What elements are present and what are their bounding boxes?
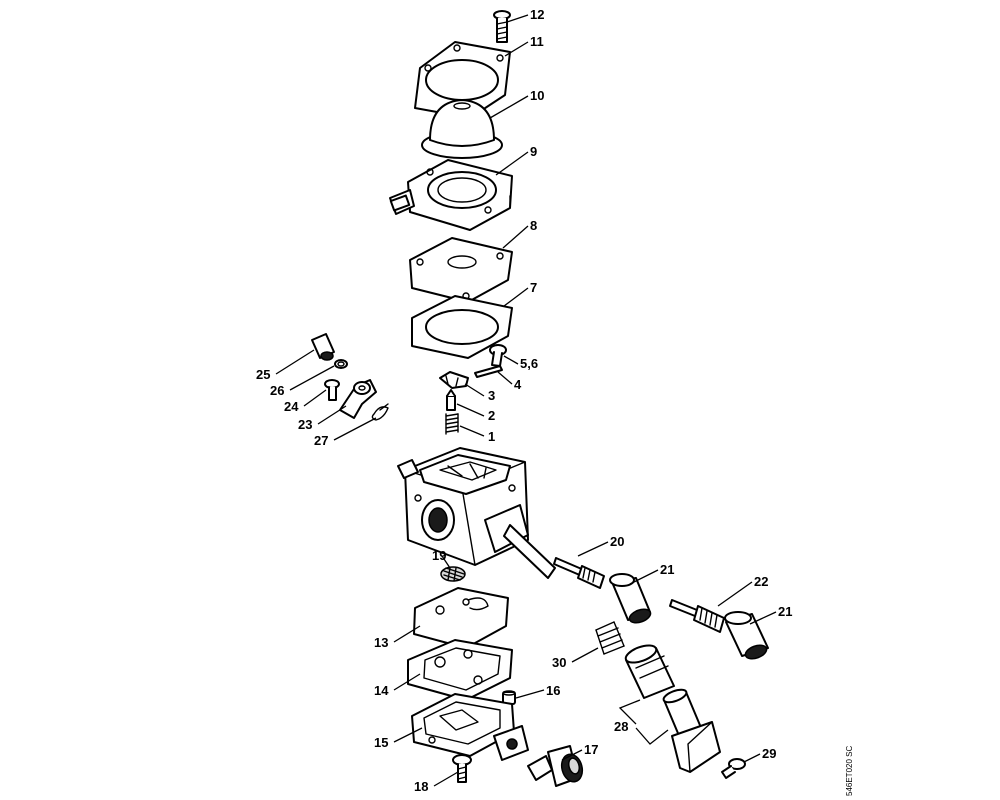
leader-7: [503, 287, 529, 307]
leader-20: [577, 541, 609, 557]
part-18-screw: [452, 754, 472, 783]
part-3-inlet-lever: [439, 371, 469, 389]
callout-19: 19: [432, 548, 446, 563]
callout-13: 13: [374, 635, 388, 650]
callout-9: 9: [530, 144, 537, 159]
part-15-end-cover: [411, 693, 529, 761]
callout-28: 28: [614, 719, 628, 734]
leader-15: [393, 727, 423, 743]
callout-16: 16: [546, 683, 560, 698]
part-5-6-screw: [489, 344, 507, 367]
callout-labels: 12 11 10 9 8 7 5,6 4 3 2 1 25 26 24 23 2…: [256, 7, 792, 794]
callout-1: 1: [488, 429, 495, 444]
leader-18: [433, 771, 459, 787]
callout-5-6: 5,6: [520, 356, 538, 371]
carburetor-body: [397, 447, 556, 579]
callout-29: 29: [762, 746, 776, 761]
part-12-screw: [493, 10, 511, 43]
leader-27: [333, 417, 377, 441]
part-29-screw: [721, 758, 746, 779]
part-30-spring: [595, 621, 625, 655]
callout-26: 26: [270, 383, 284, 398]
leader-25: [275, 349, 315, 375]
callout-17: 17: [584, 742, 598, 757]
callout-25: 25: [256, 367, 270, 382]
part-23-lever: [339, 379, 377, 419]
callout-3: 3: [488, 388, 495, 403]
leader-12: [506, 14, 529, 23]
part-8-diaphragm: [409, 237, 513, 303]
callout-12: 12: [530, 7, 544, 22]
leader-22: [717, 581, 753, 607]
callout-11: 11: [530, 34, 544, 49]
callout-23: 23: [298, 417, 312, 432]
leader-4: [497, 371, 513, 385]
callout-18: 18: [414, 779, 428, 794]
callout-27: 27: [314, 433, 328, 448]
leader-8: [502, 225, 529, 249]
callout-14: 14: [374, 683, 389, 698]
leader-lines: [275, 14, 777, 787]
leader-2: [456, 403, 485, 417]
drawing-code: 546ET020 SC: [845, 746, 854, 796]
leader-9: [495, 151, 529, 176]
part-28-shaft-assembly: [624, 644, 721, 773]
leader-13: [393, 625, 421, 643]
part-2-inlet-needle: [446, 389, 456, 411]
callout-2: 2: [488, 408, 495, 423]
leader-30: [571, 647, 599, 663]
leader-28-top: [618, 699, 641, 725]
part-27-clip: [371, 403, 389, 421]
part-16-plug: [502, 690, 516, 705]
part-14-gasket: [407, 639, 513, 701]
leader-28-bottom: [635, 727, 669, 745]
part-24-screw: [324, 379, 340, 401]
part-20-adjusting-screw: [553, 557, 605, 589]
leader-17: [561, 749, 583, 761]
callout-8: 8: [530, 218, 537, 233]
callout-4: 4: [514, 377, 522, 392]
leader-24: [303, 389, 327, 407]
callout-10: 10: [530, 88, 544, 103]
part-26-o-ring: [334, 359, 348, 369]
leader-14: [393, 673, 421, 691]
leader-21a: [629, 569, 659, 585]
leader-16: [515, 689, 545, 699]
part-7-gasket: [411, 295, 513, 359]
leader-10: [489, 95, 529, 119]
callout-7: 7: [530, 280, 537, 295]
callout-30: 30: [552, 655, 566, 670]
leader-3: [464, 383, 485, 397]
callout-21a: 21: [660, 562, 674, 577]
part-9-pump-cover: [389, 159, 513, 231]
callout-21b: 21: [778, 604, 792, 619]
part-10-primer-bulb: [421, 99, 503, 159]
leader-21b: [749, 611, 777, 625]
part-1-spring: [445, 413, 459, 435]
callout-15: 15: [374, 735, 388, 750]
part-22-adjusting-screw: [669, 599, 725, 633]
callout-22: 22: [754, 574, 768, 589]
leader-56: [503, 355, 519, 365]
part-4-pin: [474, 365, 503, 378]
part-21b-cap: [724, 611, 769, 660]
leader-19: [441, 555, 451, 569]
leader-1: [459, 425, 485, 437]
part-11-gasket: [414, 41, 511, 119]
leader-26: [289, 365, 335, 391]
leader-11: [504, 41, 529, 57]
part-21a-cap: [609, 573, 652, 624]
callout-24: 24: [284, 399, 299, 414]
part-13-pump-diaphragm: [413, 587, 509, 649]
callout-20: 20: [610, 534, 624, 549]
leader-29: [743, 753, 761, 763]
part-19-strainer: [440, 566, 466, 582]
part-25-fitting: [311, 333, 335, 361]
leader-23: [317, 405, 347, 425]
